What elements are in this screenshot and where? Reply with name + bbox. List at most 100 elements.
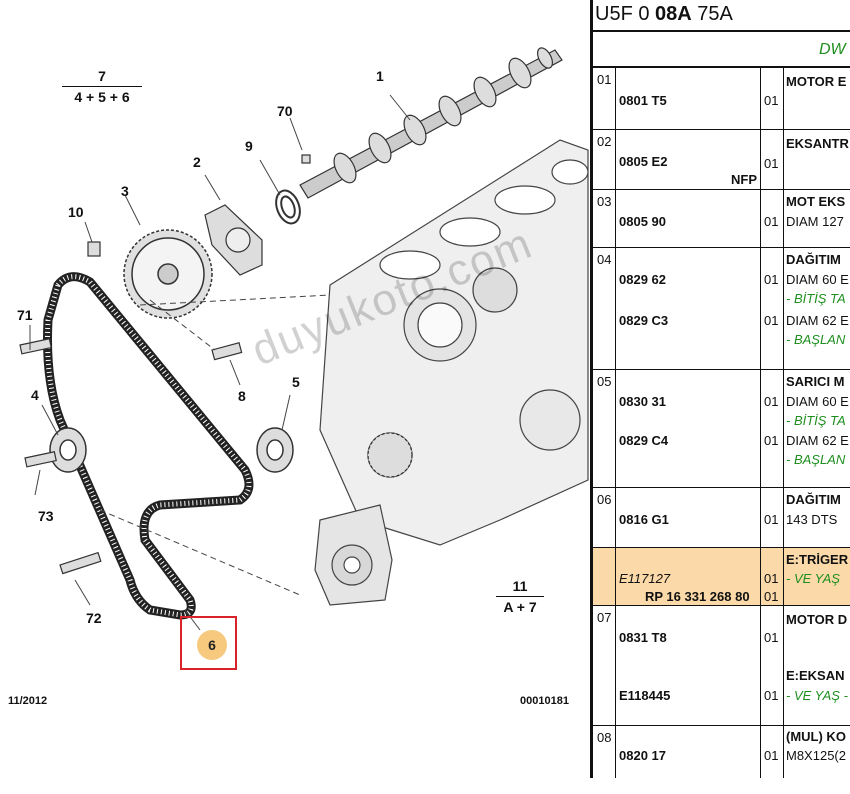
part-description: E:EKSAN (786, 668, 845, 683)
idler-illustration (256, 427, 294, 473)
table-row-01[interactable]: 01 0801 T5 01 MOTOR E (593, 68, 850, 130)
callout-4: 4 (31, 387, 39, 403)
part-reference[interactable]: 0820 17 (619, 748, 666, 763)
crank-sprocket-illustration (367, 432, 413, 478)
selected-part-highlight-box[interactable] (180, 616, 237, 670)
table-row-04[interactable]: 04 DAĞITIM 0829 62 01 DIAM 60 E - BİTİŞ … (593, 248, 850, 370)
part-reference-alt[interactable]: RP 16 331 268 80 (645, 589, 750, 604)
part-quantity: 01 (764, 748, 779, 763)
callout-3: 3 (121, 183, 129, 199)
part-tag: NFP (731, 172, 757, 187)
timing-belt-diagram (19, 47, 589, 631)
part-description: MOT EKS (786, 194, 846, 209)
part-description: SARICI M (786, 374, 845, 389)
part-quantity: 01 (764, 394, 779, 409)
part-reference[interactable]: 0831 T8 (619, 630, 667, 645)
part-note: - BAŞLAN (786, 332, 846, 347)
part-description: DAĞITIM (786, 252, 841, 267)
part-quantity: 01 (764, 156, 779, 171)
group-11-number: 11 (512, 578, 528, 594)
callout-70: 70 (277, 103, 293, 119)
group-callout-11: 11 A + 7 (496, 578, 544, 615)
part-detail: 143 DTS (786, 512, 838, 527)
part-reference[interactable]: 0830 31 (619, 394, 666, 409)
part-quantity: 01 (764, 272, 779, 287)
tensioner-illustration (49, 427, 87, 473)
row-number: 07 (597, 610, 612, 625)
part-quantity: 01 (764, 571, 779, 586)
callout-2: 2 (193, 154, 201, 170)
diagram-code: 00010181 (520, 695, 569, 707)
engine-block-illustration (319, 139, 589, 546)
part-description: MOTOR E (786, 74, 847, 89)
part-detail: DIAM 127 (786, 214, 844, 229)
part-quantity: 01 (764, 433, 779, 448)
part-description: EKSANTR (786, 136, 849, 151)
part-note: - VE YAŞ - (786, 688, 848, 703)
part-quantity: 01 (764, 630, 779, 645)
part-reference[interactable]: E118445 (619, 688, 671, 703)
table-row-03[interactable]: 03 0805 90 01 MOT EKS DIAM 127 (593, 190, 850, 248)
part-reference[interactable]: 0829 C4 (619, 433, 669, 448)
group-callout-7: 7 4 + 5 + 6 (62, 68, 142, 105)
callout-71: 71 (17, 307, 33, 323)
part-reference[interactable]: E117127 (619, 571, 671, 586)
row-number: 08 (597, 730, 612, 745)
callout-8: 8 (238, 388, 246, 404)
camshaft-illustration (299, 47, 563, 199)
row-number: 04 (597, 252, 612, 267)
camshaft-sprocket-illustration (123, 229, 213, 319)
part-detail: DIAM 60 E (786, 394, 849, 409)
table-header-band: DW (593, 30, 850, 68)
part-reference[interactable]: 0805 E2 (619, 154, 668, 169)
table-row-02[interactable]: 02 0805 E2 NFP 01 EKSANTR (593, 130, 850, 190)
part-detail: M8X125(2 (786, 748, 846, 763)
row-number: 06 (597, 492, 612, 507)
water-pump-illustration (314, 504, 393, 606)
part-description: (MUL) KO (786, 729, 846, 744)
part-reference[interactable]: 0816 G1 (619, 512, 669, 527)
bottom-margin (0, 778, 850, 794)
leader-lines (29, 94, 411, 631)
callout-10: 10 (68, 204, 84, 220)
part-reference[interactable]: 0829 C3 (619, 313, 669, 328)
callout-1: 1 (376, 68, 384, 84)
part-note: - VE YAŞ (786, 571, 840, 586)
part-note: - BAŞLAN (786, 452, 846, 467)
part-note: - BİTİŞ TA (786, 413, 846, 428)
group-7-components: 4 + 5 + 6 (74, 89, 130, 105)
table-row-08[interactable]: 08 0820 17 01 (MUL) KO M8X125(2 (593, 726, 850, 780)
callout-5: 5 (292, 374, 300, 390)
exploded-diagram-panel: 1 2 3 4 5 8 9 10 70 71 72 73 7 4 + 5 + 6… (8, 47, 589, 707)
part-detail: DIAM 62 E (786, 313, 849, 328)
part-reference[interactable]: 0801 T5 (619, 93, 667, 108)
row-number: 01 (597, 72, 612, 87)
part-detail: DIAM 62 E (786, 433, 849, 448)
part-description: DAĞITIM (786, 492, 841, 507)
row-number: 03 (597, 194, 612, 209)
group-7-number: 7 (98, 68, 106, 84)
bolts-illustration (19, 154, 311, 575)
part-quantity: 01 (764, 512, 779, 527)
table-row-05[interactable]: 05 SARICI M 0830 31 01 DIAM 60 E - BİTİŞ… (593, 370, 850, 488)
part-reference[interactable]: 0829 62 (619, 272, 666, 287)
table-row-07[interactable]: 07 0831 T8 01 MOTOR D E:EKSAN E118445 01… (593, 606, 850, 726)
parts-table-panel: U5F 0 08A 75A DW 01 0801 T5 01 MOTOR E 0… (593, 0, 850, 780)
callout-6-selected[interactable]: 6 (197, 630, 227, 660)
part-reference[interactable]: 0805 90 (619, 214, 666, 229)
callout-9: 9 (245, 138, 253, 154)
table-row-selected-belt[interactable]: E117127 RP 16 331 268 80 01 01 E:TRİGER … (593, 548, 850, 606)
diagram-date: 11/2012 (8, 695, 48, 707)
row-number: 05 (597, 374, 612, 389)
hub-illustration (204, 204, 263, 276)
table-row-06[interactable]: 06 0816 G1 01 DAĞITIM 143 DTS (593, 488, 850, 548)
header-engine-code: DW (819, 41, 846, 58)
part-detail: DIAM 60 E (786, 272, 849, 287)
part-quantity: 01 (764, 313, 779, 328)
row-number: 02 (597, 134, 612, 149)
timing-belt-illustration (43, 272, 254, 620)
seal-illustration (275, 189, 301, 225)
group-11-components: A + 7 (503, 599, 537, 615)
part-note: - BİTİŞ TA (786, 291, 846, 306)
part-description: MOTOR D (786, 612, 848, 627)
